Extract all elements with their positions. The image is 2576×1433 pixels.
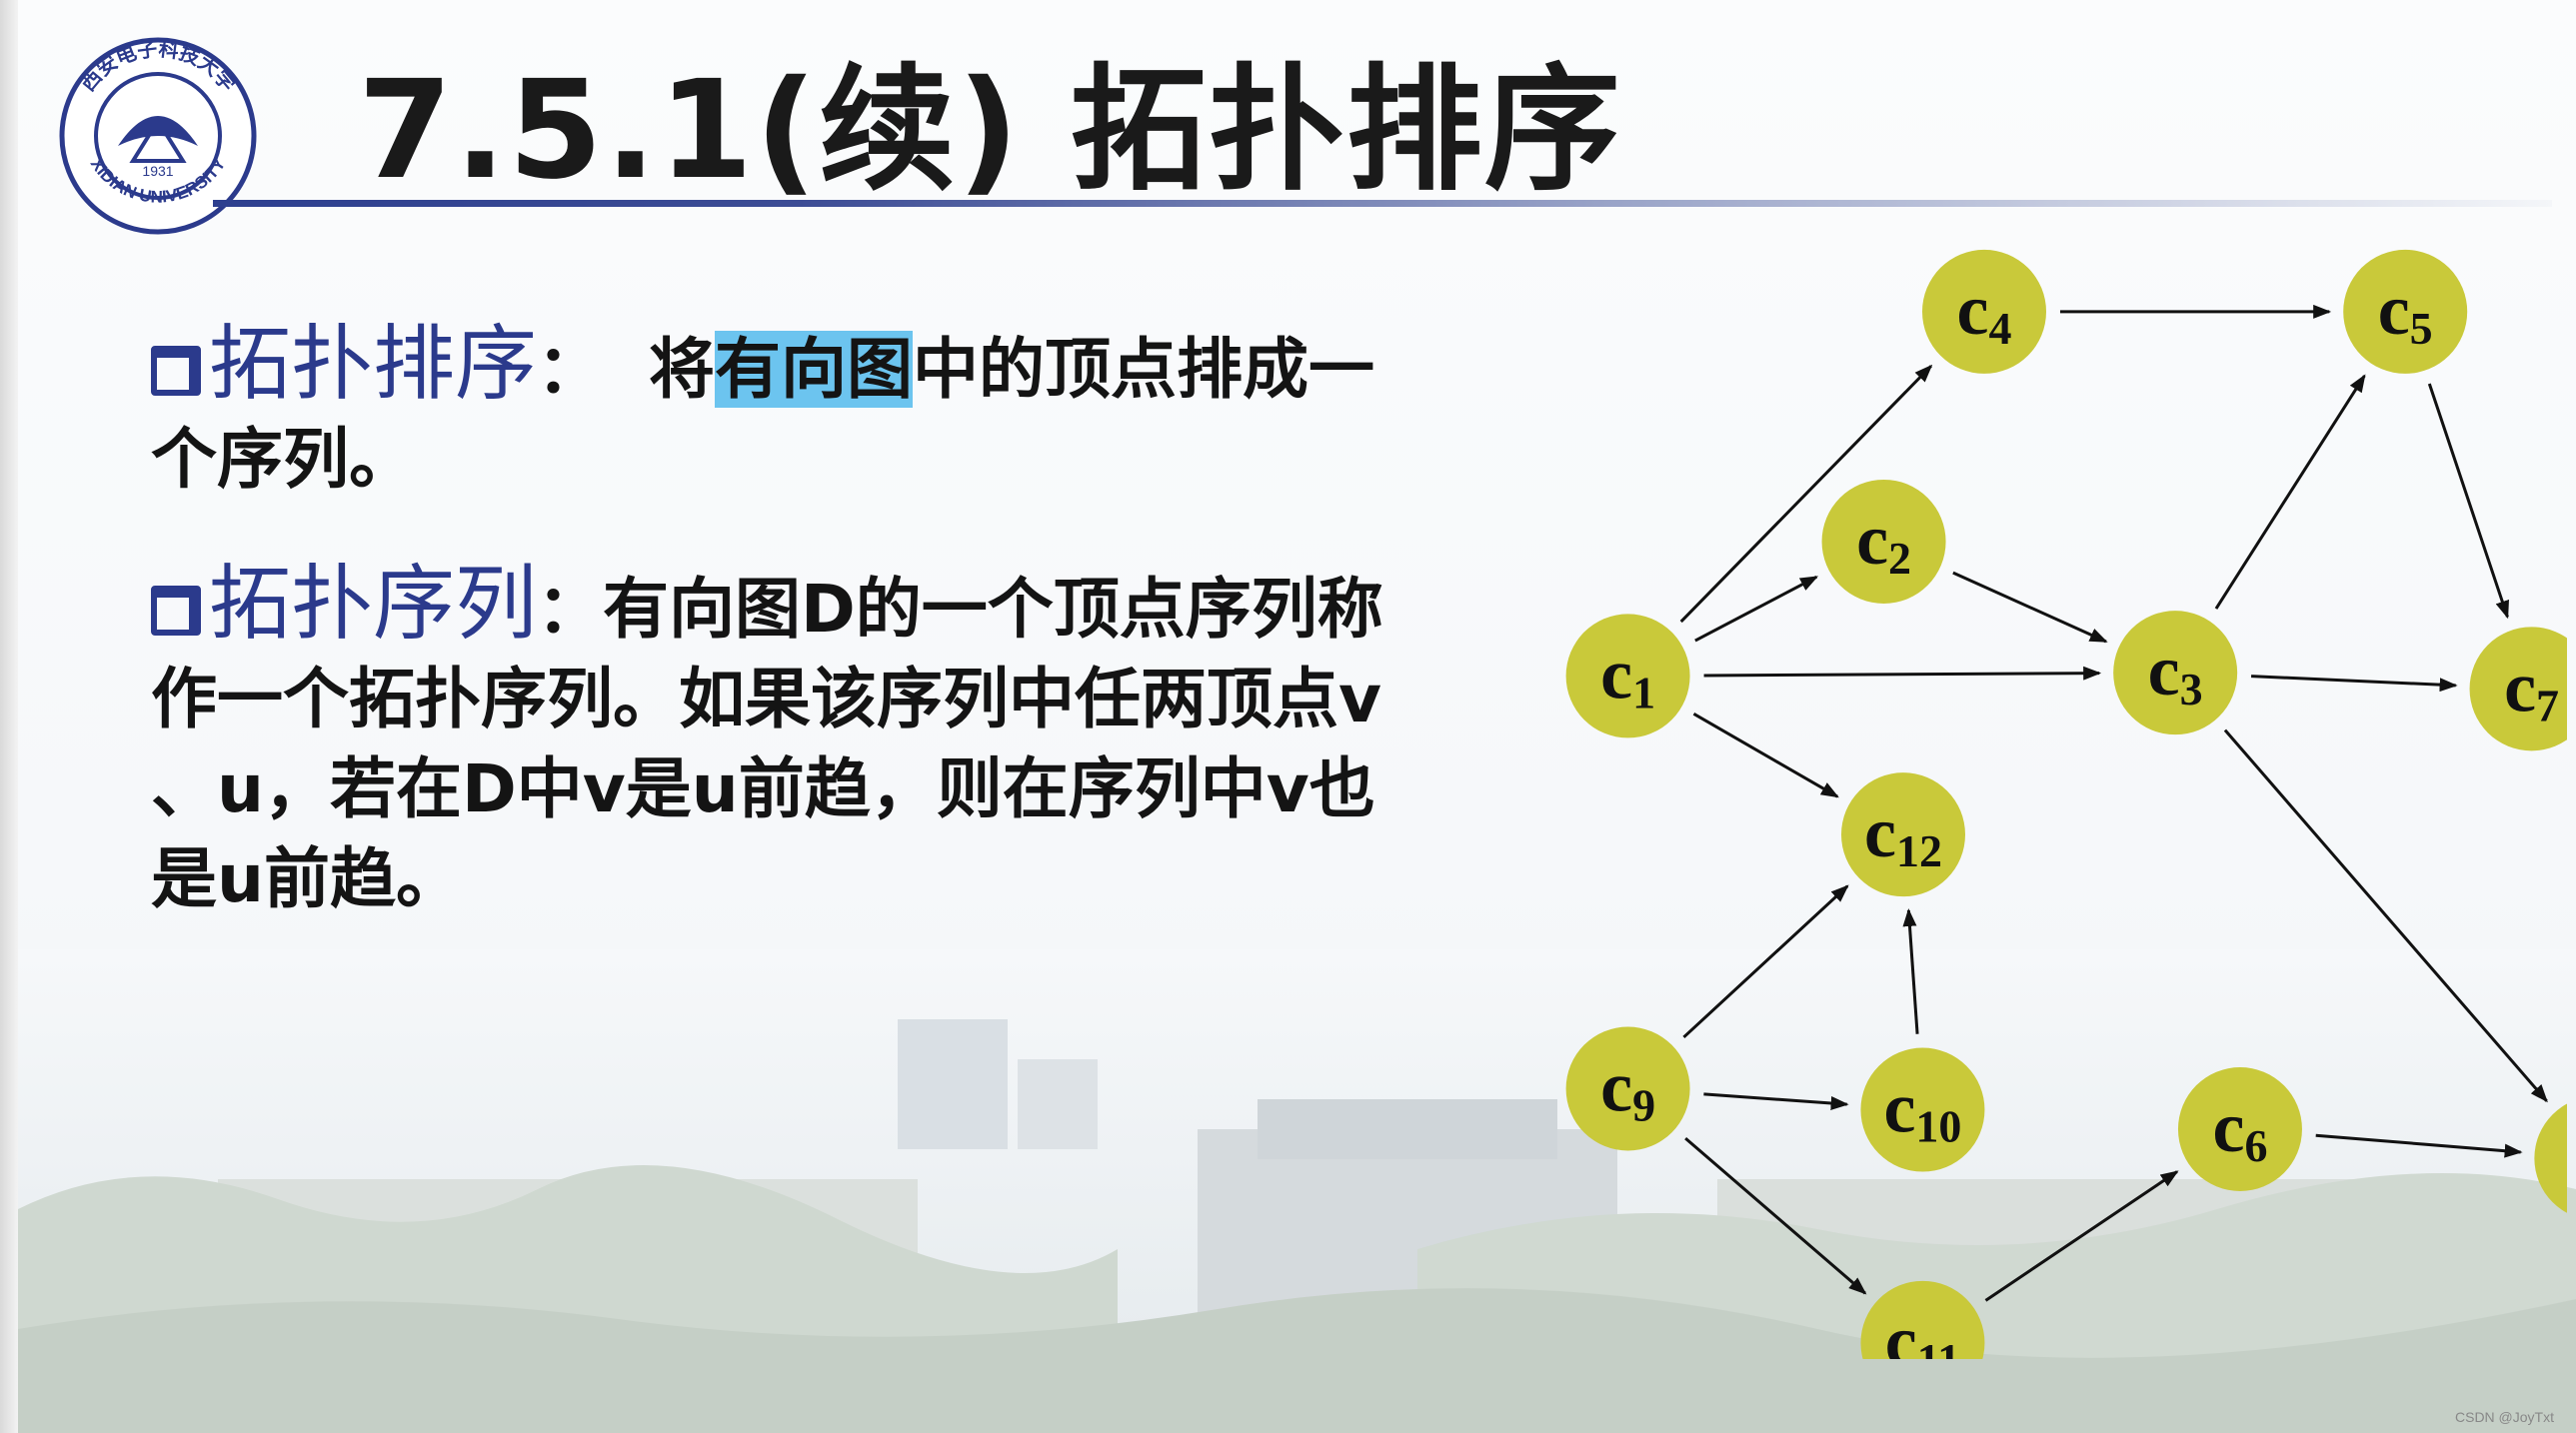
definition-term: 拓扑排序: [209, 317, 538, 412]
node-c5: c5: [2343, 249, 2468, 374]
seal-year: 1931: [142, 163, 173, 179]
definition-text: 将: [603, 331, 715, 408]
node-c10: c10: [1860, 1047, 1985, 1172]
node-c6: c6: [2177, 1067, 2302, 1191]
node-c4: c4: [1922, 249, 2046, 374]
node-c1: c1: [1565, 614, 1690, 738]
definition-term: 拓扑序列: [209, 557, 538, 652]
campus-background: [18, 949, 2576, 1433]
node-label: c12: [1864, 792, 1942, 876]
node-circle: [1565, 1026, 1690, 1151]
window-edge: [0, 0, 18, 1433]
directed-graph: c1 c2 c3 c4 c5 c6 c7 c8 c9 c10 c11 c12: [1565, 249, 2567, 1359]
node-c3: c3: [2113, 611, 2238, 735]
node-circle: [1922, 249, 2046, 374]
node-circle: [2534, 1103, 2567, 1213]
title-underline: [213, 200, 2552, 207]
node-circle: [1860, 1280, 1985, 1359]
definition-text: 中的顶点排成一个序列。: [151, 331, 1374, 498]
node-label: c3: [2148, 631, 2203, 715]
node-circle: [2113, 611, 2238, 735]
edge-c6-c8: [2315, 1133, 2523, 1158]
node-label: c10: [1883, 1068, 1961, 1152]
edge-c3-c5: [2214, 374, 2366, 610]
node-c7: c7: [2469, 627, 2567, 751]
edge-c1-c2: [1694, 575, 1819, 643]
edge-c9-c12: [1682, 884, 1849, 1039]
node-c12: c12: [1841, 772, 1965, 897]
node-circle: [2469, 627, 2567, 751]
node-c8: c8: [2534, 1103, 2567, 1213]
edge-c3-c8: [2223, 728, 2548, 1103]
node-label: c4: [1957, 270, 2012, 354]
edge-c1-c3: [1703, 666, 2102, 681]
definition-colon: ：: [537, 571, 604, 648]
node-c9: c9: [1565, 1026, 1690, 1151]
node-circle: [1565, 614, 1690, 738]
node-label: c2: [1856, 500, 1911, 584]
edge-c9-c11: [1684, 1137, 1867, 1295]
university-seal-icon: 1931 西安电子科技大学 XIDIAN UNIVERSITY: [59, 37, 257, 235]
highlighted-text[interactable]: 有向图: [714, 331, 913, 408]
slide: 1931 西安电子科技大学 XIDIAN UNIVERSITY 7.5.1(续)…: [18, 0, 2576, 1433]
node-c2: c2: [1821, 479, 1946, 604]
node-circle: [1860, 1047, 1985, 1172]
edge-c5-c7: [2427, 383, 2509, 620]
node-label: c1: [1600, 634, 1655, 717]
definition-topological-sequence: 拓扑序列：有向图D的一个顶点序列称作一个拓扑序列。如果该序列中任两顶点v 、u，…: [151, 560, 1430, 924]
edge-c2-c3: [1952, 571, 2108, 644]
definition-text: 有向图D的一个顶点序列称作一个拓扑序列。如果该序列中任两顶点v 、u，若在D中v…: [151, 571, 1383, 917]
edge-c3-c7: [2251, 675, 2458, 693]
node-label: c6: [2212, 1087, 2267, 1171]
watermark: CSDN @JoyTxt: [2455, 1409, 2554, 1425]
node-circle: [2177, 1067, 2302, 1191]
bullet-icon: [151, 586, 201, 636]
edge-c9-c10: [1703, 1092, 1849, 1110]
definition-topological-sort: 拓扑排序： 将有向图中的顶点排成一个序列。: [151, 320, 1430, 505]
node-label: c7: [2504, 647, 2559, 730]
node-c11: c11: [1860, 1280, 1985, 1359]
node-circle: [1821, 479, 1946, 604]
edge-c11-c6: [1984, 1170, 2179, 1302]
edge-c1-c4: [1679, 364, 1933, 624]
edge-c1-c12: [1692, 713, 1839, 798]
node-circle: [1841, 772, 1965, 897]
bullet-icon: [151, 346, 201, 396]
node-label: c11: [1885, 1301, 1960, 1359]
node-circle: [2343, 249, 2468, 374]
page-title: 7.5.1(续) 拓扑排序: [358, 52, 1622, 210]
node-label: c5: [2378, 270, 2433, 354]
definition-colon: ：: [537, 331, 604, 408]
edge-c10-c12: [1902, 907, 1919, 1034]
node-label: c9: [1600, 1047, 1655, 1131]
